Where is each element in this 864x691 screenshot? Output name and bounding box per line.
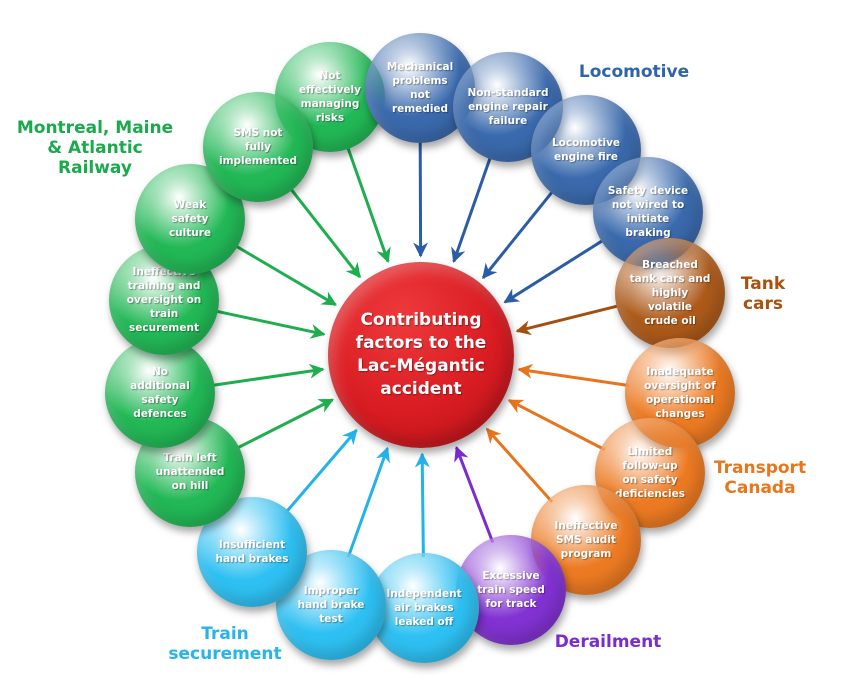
arrow-locomotive [481, 188, 556, 280]
arrow-mma [210, 363, 325, 388]
center-node: Contributing factors to the Lac-Mégantic… [328, 262, 514, 448]
factor-node-train_securement: Improper hand brake test [276, 550, 386, 660]
arrow-mma [233, 243, 337, 307]
arrow-train_securement [284, 429, 358, 515]
arrow-locomotive [451, 154, 493, 263]
group-label-locomotive: Locomotive [578, 62, 690, 82]
arrow-transport_canada [507, 399, 606, 451]
group-label-tank-cars: Tank cars [740, 274, 786, 314]
arrow-train_securement [346, 446, 390, 558]
arrow-derailment [454, 446, 495, 543]
factor-node-tank_cars: Breached tank cars and highly volatile c… [615, 238, 725, 348]
arrow-train_securement [414, 452, 430, 558]
arrow-mma [213, 309, 326, 339]
arrow-tank_cars [515, 303, 621, 336]
factor-node-mma: No additional safety defences [105, 338, 215, 448]
arrow-transport_canada [485, 427, 554, 503]
group-label-train-securement: Train securement [168, 624, 282, 664]
factor-node-mma: SMS not fully implemented [203, 92, 313, 202]
arrow-transport_canada [517, 363, 630, 388]
arrow-mma [345, 144, 391, 264]
group-label-derailment: Derailment [554, 632, 662, 652]
group-label-transport-canada: Transport Canada [713, 458, 807, 498]
group-label-mma: Montreal, Maine & Atlantic Railway [16, 118, 174, 178]
arrow-mma [234, 398, 335, 451]
arrow-locomotive [503, 237, 606, 304]
arrow-mma [288, 186, 362, 279]
factor-node-train_securement: Independent air brakes leaked off [369, 553, 479, 663]
